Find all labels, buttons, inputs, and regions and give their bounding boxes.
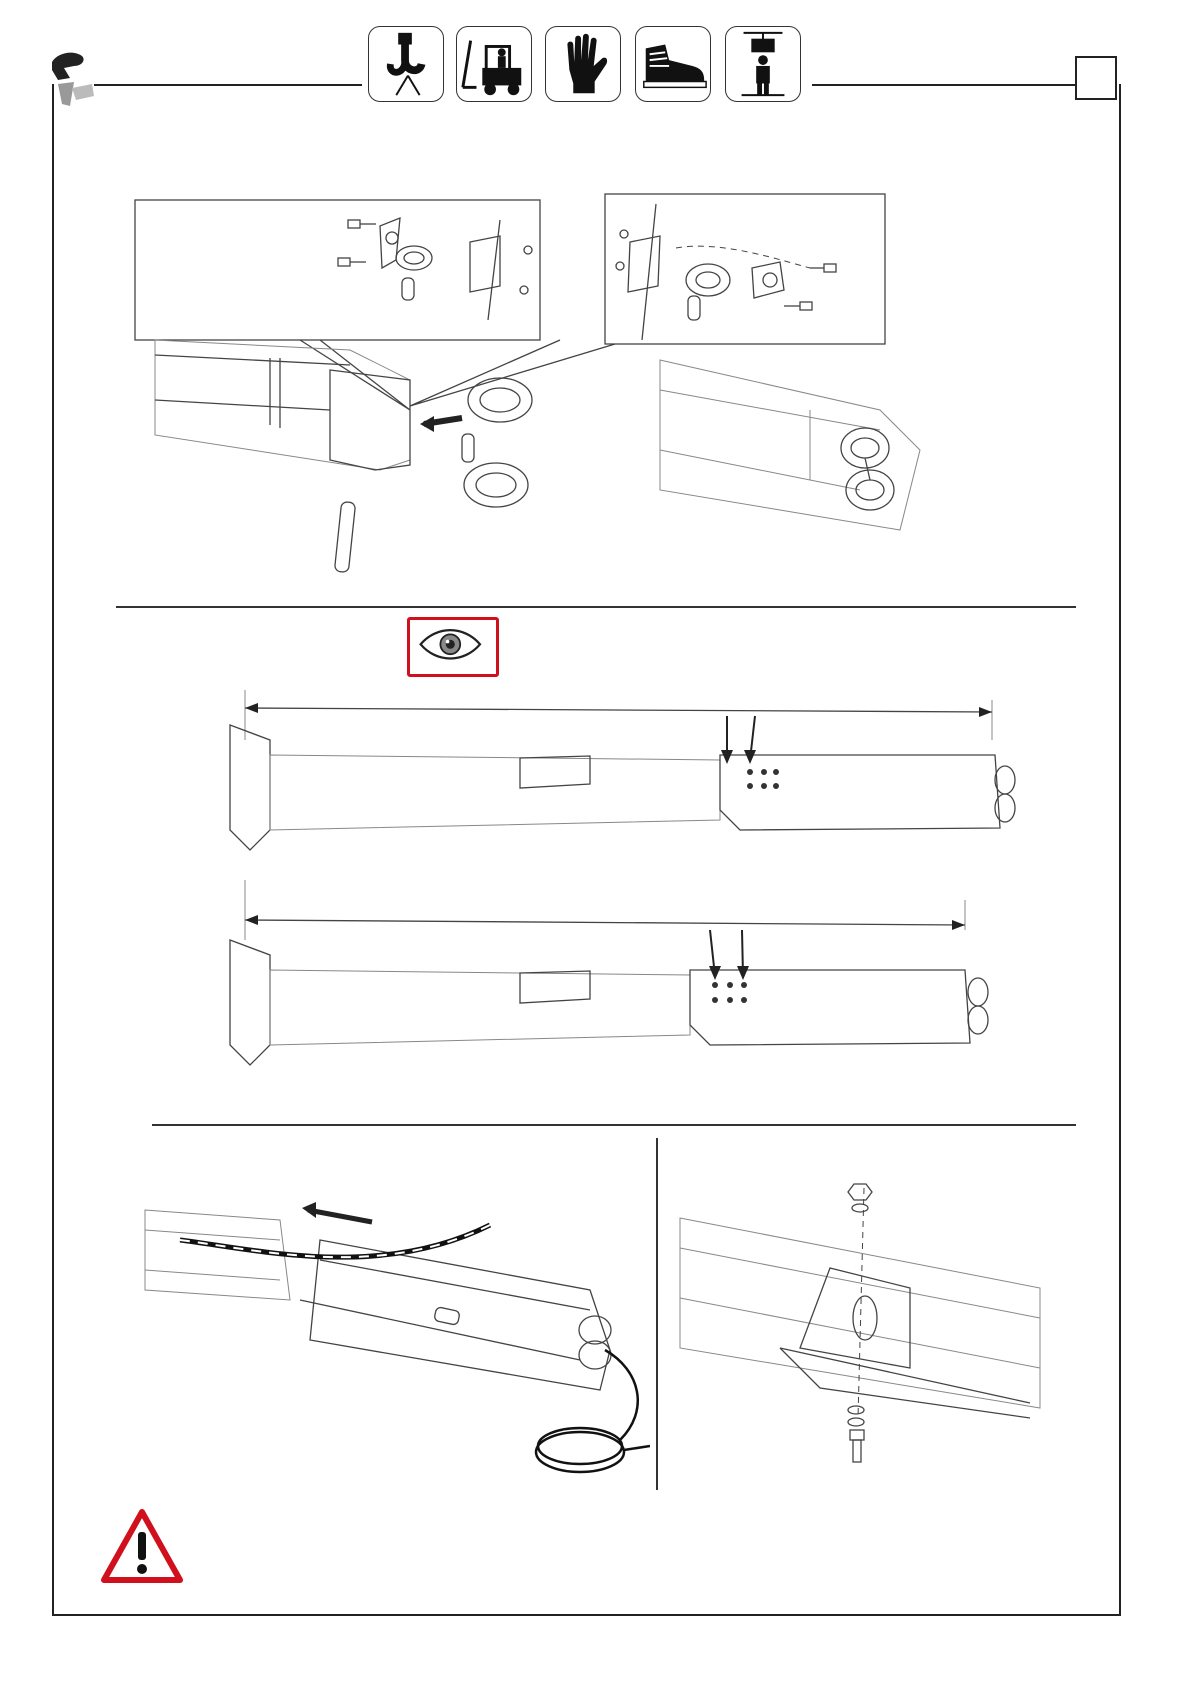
pulley-assembly-section: [120, 190, 1020, 580]
crane-hook-icon: [368, 26, 444, 102]
section-divider-2: [152, 1124, 1076, 1126]
visual-check-section: [210, 680, 1030, 1080]
forklift-icon: [456, 26, 532, 102]
protective-glove-icon: [545, 26, 621, 102]
column-divider: [656, 1138, 658, 1490]
exploded-pulley-detail-right: [605, 194, 885, 344]
warning-triangle-icon: [100, 1508, 184, 1584]
beam-with-pulleys-assembled: [660, 360, 920, 530]
brand-logo: [44, 48, 100, 108]
header-rule-left: [94, 84, 362, 86]
section-divider-1: [116, 606, 1076, 608]
eye-icon: [407, 617, 499, 677]
suspended-load-icon: [725, 26, 801, 102]
beam-with-pulleys-exploded: [155, 340, 532, 573]
header-rule-right: [812, 84, 1075, 86]
bolt-assembly-view: [670, 1178, 1050, 1478]
safety-shoe-icon: [635, 26, 711, 102]
cable-insertion-view: [140, 1150, 650, 1480]
beam-length-check-1: [230, 690, 1015, 850]
beam-length-check-2: [230, 880, 988, 1065]
page-number-box: [1075, 56, 1117, 100]
exploded-pulley-detail-left: [135, 200, 540, 340]
